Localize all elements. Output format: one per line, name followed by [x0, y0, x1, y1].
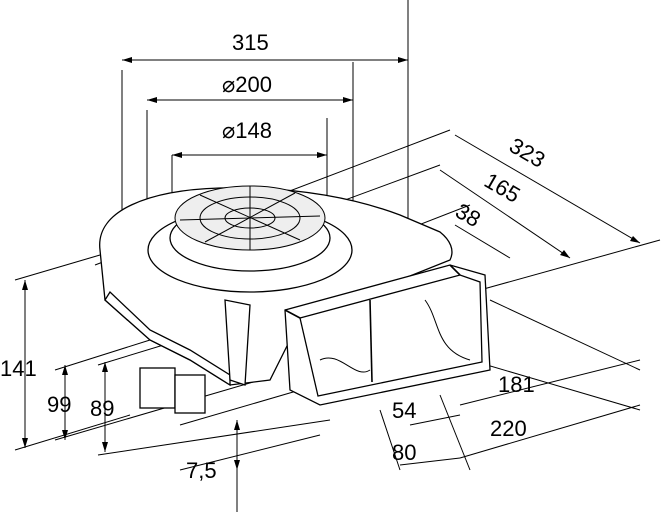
dim-181: 181 [498, 372, 535, 397]
connector-right [174, 374, 206, 414]
dim-220: 220 [490, 416, 527, 441]
arrowheads [22, 57, 640, 470]
fan-grille [179, 186, 321, 250]
dimension-lines [24, 59, 641, 512]
dim-7-5: 7,5 [186, 458, 217, 483]
dim-323: 323 [505, 133, 549, 173]
dim-315: 315 [232, 30, 269, 55]
dim-99: 99 [47, 392, 71, 417]
dim-38: 38 [451, 198, 485, 232]
dim-80: 80 [392, 440, 416, 465]
dim-54: 54 [392, 398, 416, 423]
dim-141: 141 [0, 356, 37, 381]
dim-89: 89 [90, 396, 114, 421]
connector-left [139, 367, 176, 409]
extension-lines [14, 0, 661, 471]
outlet-duct [284, 264, 491, 406]
dim-diameter-148: ⌀148 [222, 118, 272, 143]
dim-diameter-200: ⌀200 [222, 72, 272, 97]
fan-housing [99, 185, 453, 414]
